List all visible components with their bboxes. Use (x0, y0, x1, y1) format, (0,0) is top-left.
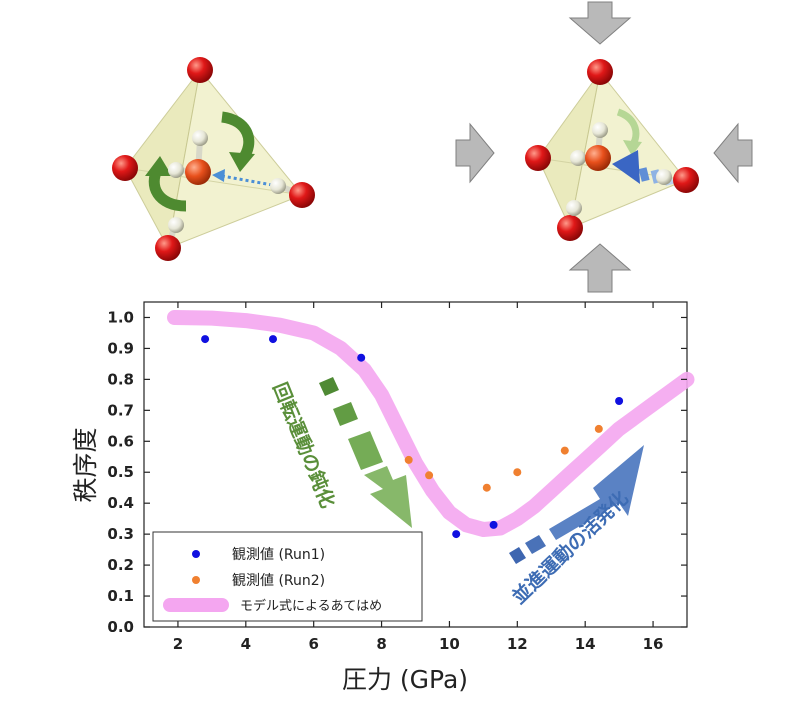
y-tick-label: 0.1 (107, 587, 134, 605)
x-tick-label: 8 (376, 635, 386, 653)
legend-label-fit: モデル式によるあてはめ (240, 598, 382, 614)
legend-marker-run1 (192, 550, 200, 558)
legend-marker-run2 (192, 576, 200, 584)
data-point-run2 (594, 424, 603, 433)
x-tick-label: 4 (241, 635, 251, 653)
y-tick-label: 0.7 (107, 401, 134, 419)
x-tick-label: 12 (507, 635, 528, 653)
y-tick-label: 0.9 (107, 339, 134, 357)
rotation-arrow-icon (145, 156, 187, 212)
pressure-arrow-icon (455, 1, 753, 293)
tetrahedron-compressed (455, 1, 753, 293)
water-molecule-icon (570, 122, 611, 171)
y-tick-label: 0.6 (107, 432, 134, 450)
data-point-run2 (425, 471, 434, 480)
fit-curve (167, 310, 695, 537)
x-tick-label: 16 (643, 635, 664, 653)
ticks-layer: 2 4 6 8 10 12 14 16 0.0 0.1 0.2 0.3 0.4 0.5 0.6 0.7 0.8 0… (107, 302, 687, 653)
y-tick-label: 0.3 (107, 525, 134, 543)
x-tick-label: 6 (308, 635, 318, 653)
annotation-rotation: 回転運動の鈍化 (268, 379, 339, 511)
plot-frame (143, 301, 688, 628)
fit-layer (167, 310, 695, 537)
x-tick-label: 2 (173, 635, 183, 653)
legend-label-run1: 観測値 (Run1) (232, 546, 325, 563)
data-point-run1 (357, 353, 366, 362)
rotation-slowdown-arrow (319, 377, 412, 528)
data-point-run1 (452, 530, 461, 539)
y-tick-label: 0.5 (107, 463, 134, 481)
data-point-run2 (560, 446, 569, 455)
x-tick-label: 10 (439, 635, 460, 653)
data-point-run2 (482, 483, 491, 492)
data-point-run2 (513, 468, 522, 477)
rotation-arrow-icon (220, 111, 255, 172)
tetrahedron-ambient (112, 57, 315, 261)
translation-activation-arrow (509, 445, 644, 564)
legend: 観測値 (Run1) 観測値 (Run2) モデル式によるあてはめ (152, 531, 423, 622)
data-point-run1 (615, 397, 624, 405)
data-point-run2 (404, 455, 413, 464)
y-axis-label: 秩序度 (71, 427, 100, 502)
points-layer (201, 335, 624, 539)
data-point-run1 (269, 335, 277, 344)
y-tick-label: 0.4 (107, 494, 134, 512)
data-point-run1 (489, 520, 498, 529)
data-point-run1 (201, 335, 210, 344)
y-tick-label: 0.8 (107, 370, 134, 388)
x-tick-label: 14 (575, 635, 596, 653)
y-tick-label: 0.0 (107, 618, 134, 636)
legend-label-run2: 観測値 (Run2) (232, 572, 325, 589)
x-axis-label: 圧力 (GPa) (342, 665, 468, 694)
rotation-arrow-icon (616, 108, 642, 156)
y-tick-label: 0.2 (107, 556, 134, 574)
y-tick-label: 1.0 (107, 308, 134, 326)
water-molecule-icon (168, 130, 211, 185)
